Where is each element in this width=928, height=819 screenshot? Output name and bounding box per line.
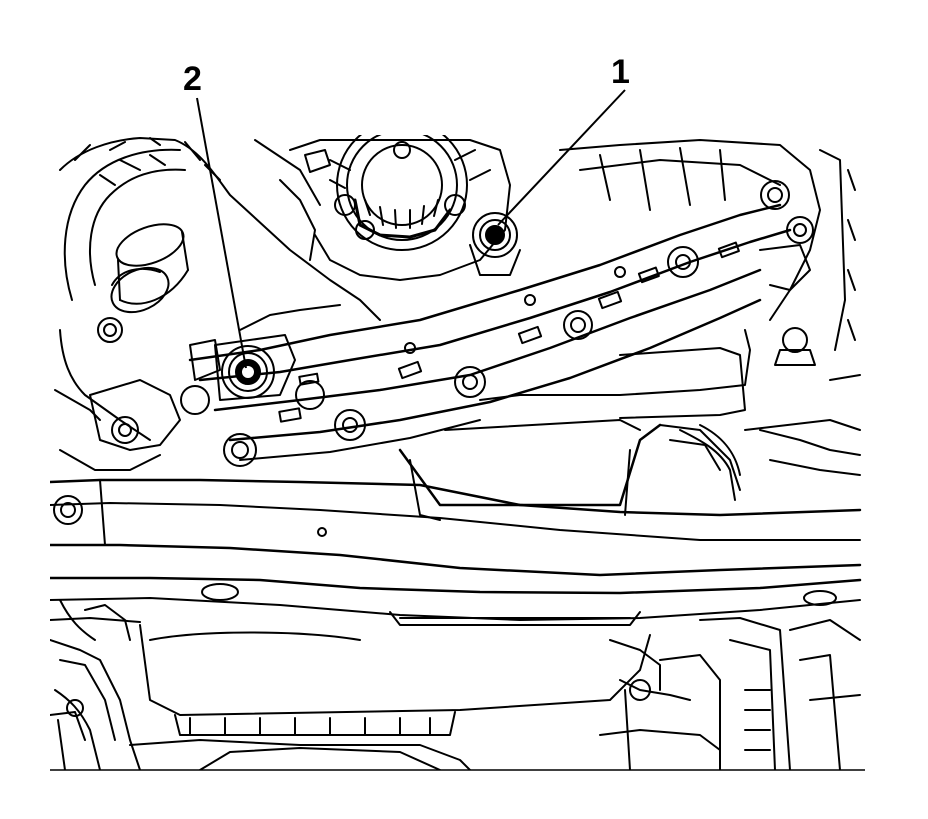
mount-body: [398, 329, 861, 521]
callout-label-2: 2: [183, 60, 202, 98]
converter-housing: [559, 139, 856, 366]
lower-right-bracket: [599, 617, 861, 770]
bolt-2: [214, 334, 296, 401]
wiring-harness: [50, 599, 141, 770]
leader-line-2: [196, 97, 247, 369]
bolt-1: [469, 212, 521, 276]
leader-line-1: [497, 89, 626, 226]
oil-pan: [129, 624, 661, 770]
starter-motor: [289, 135, 511, 281]
right-side-detail: [679, 374, 861, 501]
callout-label-1: 1: [611, 53, 630, 91]
transmission-housing: [54, 137, 381, 471]
cross-member: [50, 478, 862, 626]
transmission-mount-bracket: [188, 203, 792, 467]
